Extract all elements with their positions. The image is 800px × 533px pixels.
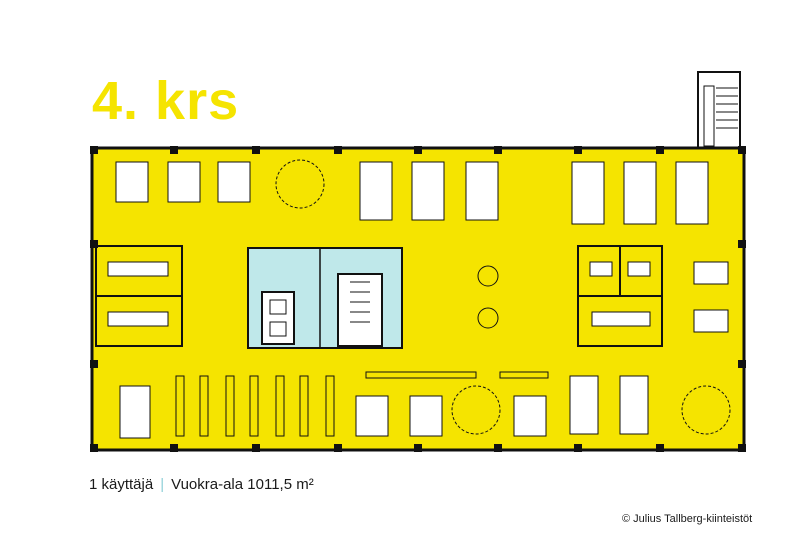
desk-groups	[115, 161, 729, 439]
storage-shelves	[175, 371, 549, 437]
building-core	[247, 247, 403, 349]
user-count: 1 käyttäjä	[89, 476, 154, 493]
floor-caption: 1 käyttäjä | Vuokra-ala 1011,5 m²	[89, 476, 314, 493]
meeting-rooms-right	[577, 245, 663, 347]
meeting-rooms-left	[95, 245, 183, 347]
caption-separator: |	[160, 476, 165, 493]
rental-area: Vuokra-ala 1011,5 m²	[171, 476, 314, 493]
floor-title: 4. krs	[92, 71, 240, 131]
copyright-notice: © Julius Tallberg-kiinteistöt	[622, 513, 753, 525]
exterior-columns	[90, 146, 746, 452]
stair-tower	[697, 71, 741, 149]
lounge-areas	[275, 159, 731, 435]
